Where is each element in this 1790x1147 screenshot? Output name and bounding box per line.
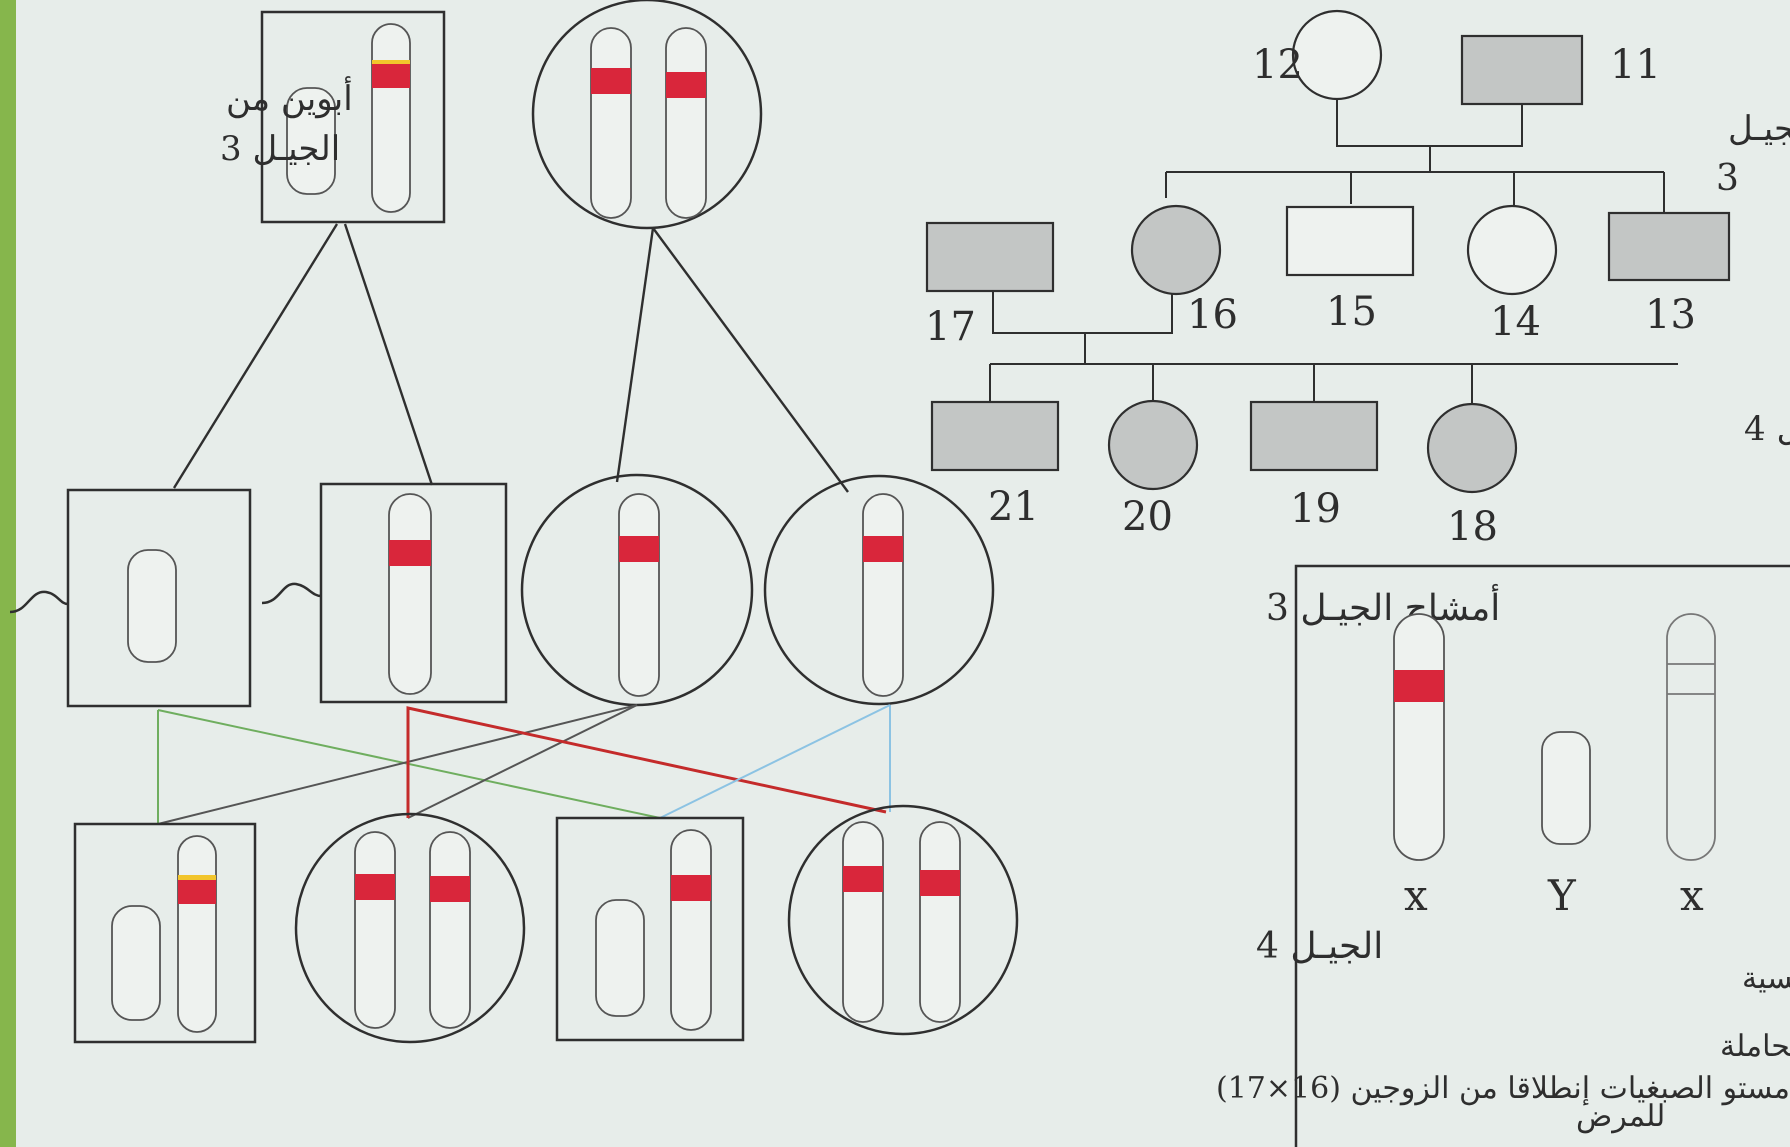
meiosis-line [343, 223, 434, 486]
gametes-label: أمشاج الجيـل 3 [1266, 583, 1500, 629]
legend-caption-line2: الحاملة والغير الحاملة [1720, 1029, 1790, 1064]
pedigree-mating-line [1336, 100, 1523, 147]
x-chromosome-carrier [177, 835, 217, 1033]
disease-allele-band [671, 875, 711, 901]
pedigree-individual-21 [930, 400, 1060, 472]
x-chromosome-carrier [862, 493, 904, 697]
x-chromosome-carrier [590, 27, 632, 219]
legend-box: x Y x تمثيل للصبغيات الجنسية الحاملة وال… [1294, 564, 1790, 1147]
x-chromosome-carrier [354, 831, 396, 1029]
parent-mother-circle [531, 0, 763, 230]
x-chromosome-carrier [618, 493, 660, 697]
x-chromosome-carrier [842, 821, 884, 1023]
disease-allele-band [178, 880, 216, 904]
diagram-caption: تمثيل تخطيطي للمرض عل مستو الصبغيات إنطل… [1216, 1071, 1790, 1106]
pedigree-id-18: 18 [1447, 504, 1498, 550]
legend-y-chromosome [1541, 731, 1591, 845]
pedigree-individual-17 [925, 221, 1055, 293]
gen4-label: الجيـل 4 [1256, 926, 1383, 967]
parents-label-line1: أبوين من [226, 76, 353, 119]
parent-father-box [260, 10, 446, 224]
meiosis-line [615, 227, 655, 483]
pedigree-individual-19 [1249, 400, 1379, 472]
pedigree-id-19: 19 [1290, 486, 1341, 532]
parents-label-line2: الجيـل 3 [220, 129, 340, 169]
pedigree-id-15: 15 [1326, 289, 1377, 335]
pedigree-id-11: 11 [1610, 42, 1661, 88]
pedigree-mating-line-16-17 [989, 291, 1678, 406]
legend-caption-line3: للمرض [1576, 1099, 1665, 1134]
pedigree-gen3-number: 3 [1716, 158, 1739, 199]
pedigree-individual-20 [1107, 399, 1199, 491]
gamete-egg [763, 474, 995, 706]
pedigree-individual-15 [1285, 205, 1415, 277]
pedigree-id-17: 17 [925, 304, 976, 350]
legend-disease-band [1394, 670, 1444, 702]
disease-allele-band [430, 876, 470, 902]
y-chromosome [286, 87, 336, 195]
fertilization-line-gray [407, 704, 638, 819]
disease-allele-band [619, 536, 659, 562]
sperm-tail [261, 582, 322, 605]
meiosis-line [652, 227, 849, 493]
pedigree-individual-16 [1130, 204, 1222, 296]
disease-allele-band [843, 866, 883, 892]
offspring-son-affected [73, 822, 257, 1044]
pedigree-individual-11 [1460, 34, 1584, 106]
x-chromosome-carrier [665, 27, 707, 219]
pedigree-id-12: 12 [1252, 42, 1303, 88]
gamete-sperm-y [66, 488, 252, 708]
pedigree-chart: 12 11 16 15 14 13 17 21 20 1 [925, 9, 1790, 550]
chromosome-inheritance-diagram: أبوين من الجيـل 3 أمشاج الجيـل 3 [9, 0, 1790, 1106]
pedigree-sibship-line [1165, 146, 1665, 213]
pedigree-individual-13 [1607, 211, 1731, 282]
legend-frame [1294, 564, 1790, 1147]
disease-allele-band [863, 536, 903, 562]
pedigree-gen4-label: الجيـل 4 [1744, 409, 1790, 449]
x-chromosome-carrier [388, 493, 432, 695]
disease-allele-band [389, 540, 431, 566]
page-edge-strip [0, 0, 16, 1147]
y-chromosome [111, 905, 161, 1021]
legend-label-x-carrier: x [1404, 871, 1428, 920]
offspring-daughter-affected [787, 804, 1019, 1036]
disease-allele-band [920, 870, 960, 896]
x-yellow-mark [372, 60, 410, 66]
legend-label-x-normal: x [1680, 871, 1704, 920]
gamete-sperm-x [319, 482, 508, 704]
sperm-tail [9, 590, 69, 614]
x-chromosome-carrier [371, 23, 411, 213]
y-chromosome [127, 549, 177, 663]
pedigree-id-21: 21 [988, 484, 1039, 530]
disease-allele-band [591, 68, 631, 94]
offspring-son-affected [555, 816, 745, 1042]
fertilization-line-red [406, 706, 887, 818]
pedigree-gen3-label: الجيـل [1728, 109, 1790, 149]
disease-allele-band [372, 64, 410, 88]
pedigree-individual-14 [1466, 204, 1558, 296]
legend-label-y: Y [1547, 871, 1577, 920]
legend-x-chromosome-normal [1666, 613, 1716, 861]
pedigree-id-20: 20 [1122, 494, 1173, 540]
pedigree-individual-18 [1426, 402, 1518, 494]
x-yellow-mark [178, 875, 216, 881]
legend-caption-line1: تمثيل للصبغيات الجنسية [1742, 961, 1790, 996]
pedigree-individual-12 [1291, 9, 1383, 101]
offspring-daughter-affected [294, 812, 526, 1044]
meiosis-line [172, 223, 339, 489]
pedigree-id-13: 13 [1645, 292, 1696, 338]
y-chromosome [595, 899, 645, 1017]
x-chromosome-carrier [919, 821, 961, 1023]
legend-x-chromosome-carrier [1393, 613, 1445, 861]
fertilization-line-gray [157, 704, 638, 825]
disease-allele-band [666, 72, 706, 98]
disease-allele-band [355, 874, 395, 900]
pedigree-id-14: 14 [1490, 299, 1541, 345]
pedigree-id-16: 16 [1187, 292, 1238, 338]
fertilization-line-blue [659, 704, 891, 819]
x-chromosome-carrier [670, 829, 712, 1031]
x-chromosome-carrier [429, 831, 471, 1029]
